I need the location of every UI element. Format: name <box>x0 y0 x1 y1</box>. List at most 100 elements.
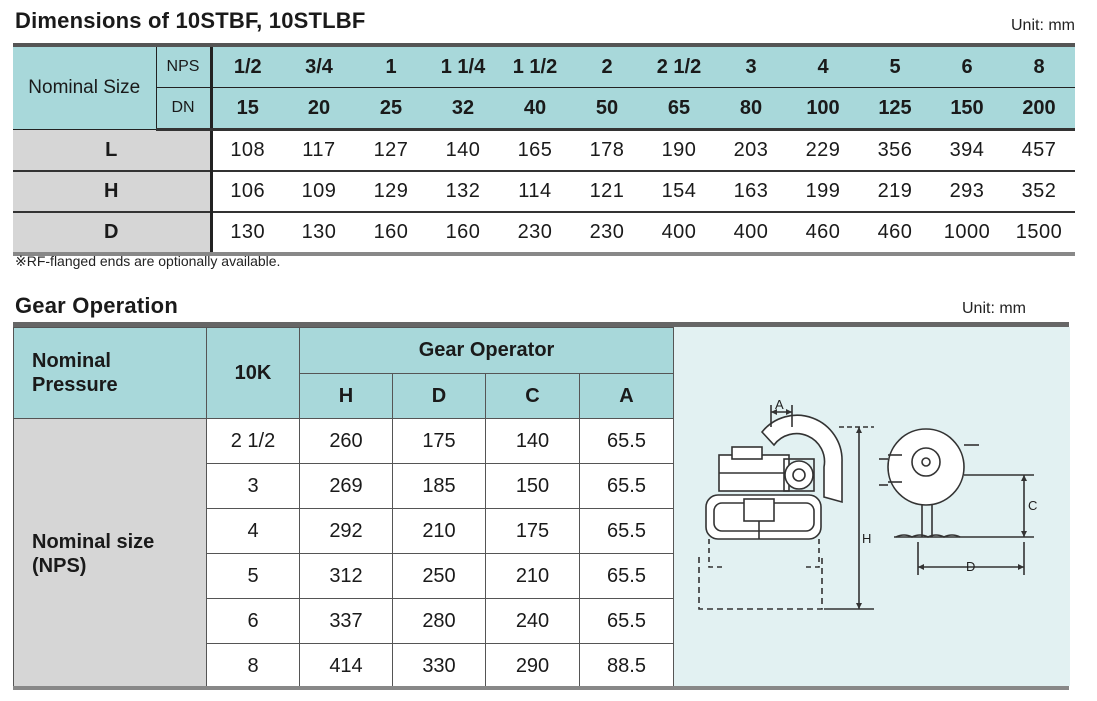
table-cell: 240 <box>485 598 580 644</box>
table-cell: 457 <box>1003 129 1075 172</box>
nps-cell: 1/2 <box>209 43 283 88</box>
table-cell: 65.5 <box>578 463 675 509</box>
table-cell: 175 <box>392 418 486 464</box>
table-cell: 219 <box>859 171 931 213</box>
table-cell: 330 <box>392 643 486 689</box>
gear-title: Gear Operation <box>15 293 178 318</box>
table-cell: 229 <box>787 129 859 172</box>
dn-cell: 40 <box>499 87 571 131</box>
table-cell: 160 <box>355 212 427 256</box>
dim-label-c: C <box>1028 498 1037 513</box>
nps-cell: 5 <box>206 553 300 599</box>
table-cell: 230 <box>499 212 571 256</box>
dim-label-h: H <box>862 531 871 546</box>
table-cell: 203 <box>715 129 787 172</box>
nps-cell: 2 1/2 <box>206 418 300 464</box>
table-cell: 160 <box>427 212 499 256</box>
table-cell: 352 <box>1003 171 1075 213</box>
table-cell: 394 <box>931 129 1003 172</box>
dn-cell: 32 <box>427 87 499 131</box>
col-header-d: D <box>392 373 486 419</box>
table-cell: 1500 <box>1003 212 1075 256</box>
table-cell: 154 <box>643 171 715 213</box>
dn-cell: 65 <box>643 87 715 131</box>
gear-operator-label: Gear Operator <box>298 327 675 374</box>
table-cell: 150 <box>485 463 580 509</box>
dn-cell: 25 <box>355 87 427 131</box>
dimensions-title: Dimensions of 10STBF, 10STLBF <box>15 8 366 33</box>
table-cell: 165 <box>499 129 571 172</box>
nps-cell: 8 <box>206 643 300 689</box>
pressure-10k: 10K <box>206 327 300 419</box>
table-cell: 175 <box>485 508 580 554</box>
dn-cell: 100 <box>787 87 859 131</box>
table-cell: 109 <box>283 171 355 213</box>
table-cell: 210 <box>392 508 486 554</box>
nominal-pressure-label: Nominal Pressure <box>13 327 207 419</box>
gear-top-rule <box>13 322 1069 327</box>
nps-cell: 3/4 <box>283 43 355 88</box>
nps-cell: 3 <box>206 463 300 509</box>
nps-cell: 1 <box>355 43 427 88</box>
rf-flange-note: ※RF-flanged ends are optionally availabl… <box>15 253 281 269</box>
table-cell: 292 <box>299 508 393 554</box>
table-cell: 140 <box>485 418 580 464</box>
table-cell: 130 <box>283 212 355 256</box>
table-cell: 337 <box>299 598 393 644</box>
row-label-h: H <box>13 171 211 213</box>
dimensions-unit: Unit: mm <box>1011 17 1075 34</box>
nominal-size-label: Nominal Size <box>13 43 156 130</box>
table-cell: 260 <box>299 418 393 464</box>
nps-cell: 1 1/2 <box>499 43 571 88</box>
table-cell: 185 <box>392 463 486 509</box>
dim-label-d: D <box>966 559 975 574</box>
table-cell: 65.5 <box>578 508 675 554</box>
col-header-h: H <box>299 373 393 419</box>
dn-cell: 125 <box>859 87 931 131</box>
dn-cell: 15 <box>209 87 283 131</box>
table-cell: 269 <box>299 463 393 509</box>
gear-operator-diagram: A H C D <box>673 327 1070 686</box>
col-header-a: A <box>578 373 675 419</box>
nps-cell: 4 <box>787 43 859 88</box>
table-cell: 114 <box>499 171 571 213</box>
table-cell: 178 <box>571 129 643 172</box>
table-cell: 127 <box>355 129 427 172</box>
table-cell: 1000 <box>931 212 1003 256</box>
dn-cell: 50 <box>571 87 643 131</box>
table-cell: 293 <box>931 171 1003 213</box>
col-header-c: C <box>485 373 580 419</box>
gear-bottom-rule <box>13 686 1069 690</box>
dn-cell: 20 <box>283 87 355 131</box>
table-cell: 290 <box>485 643 580 689</box>
gear-unit: Unit: mm <box>962 300 1026 317</box>
table-cell: 460 <box>859 212 931 256</box>
nps-cell: 6 <box>206 598 300 644</box>
gear-diagram-drawing: A H C D <box>698 397 1037 610</box>
table-cell: 400 <box>715 212 787 256</box>
nps-cell: 1 1/4 <box>427 43 499 88</box>
nps-cell: 3 <box>715 43 787 88</box>
table-cell: 163 <box>715 171 787 213</box>
dn-cell: 150 <box>931 87 1003 131</box>
table-cell: 312 <box>299 553 393 599</box>
dimensions-table: Nominal Size NPS 1/2 3/4 1 1 1/4 1 1/2 2… <box>13 43 1075 256</box>
nps-cell: 2 <box>571 43 643 88</box>
table-cell: 106 <box>209 171 283 213</box>
nps-cell: 6 <box>931 43 1003 88</box>
table-cell: 65.5 <box>578 598 675 644</box>
row-label-l: L <box>13 129 211 172</box>
table-cell: 65.5 <box>578 553 675 599</box>
table-cell: 356 <box>859 129 931 172</box>
table-cell: 199 <box>787 171 859 213</box>
table-cell: 250 <box>392 553 486 599</box>
nps-cell: 2 1/2 <box>643 43 715 88</box>
table-cell: 117 <box>283 129 355 172</box>
table-cell: 130 <box>209 212 283 256</box>
nps-label: NPS <box>155 43 211 88</box>
dn-cell: 80 <box>715 87 787 131</box>
nps-cell: 4 <box>206 508 300 554</box>
table-cell: 121 <box>571 171 643 213</box>
table-cell: 65.5 <box>578 418 675 464</box>
gear-table: Nominal Pressure 10K Gear Operator H D C… <box>13 327 675 689</box>
